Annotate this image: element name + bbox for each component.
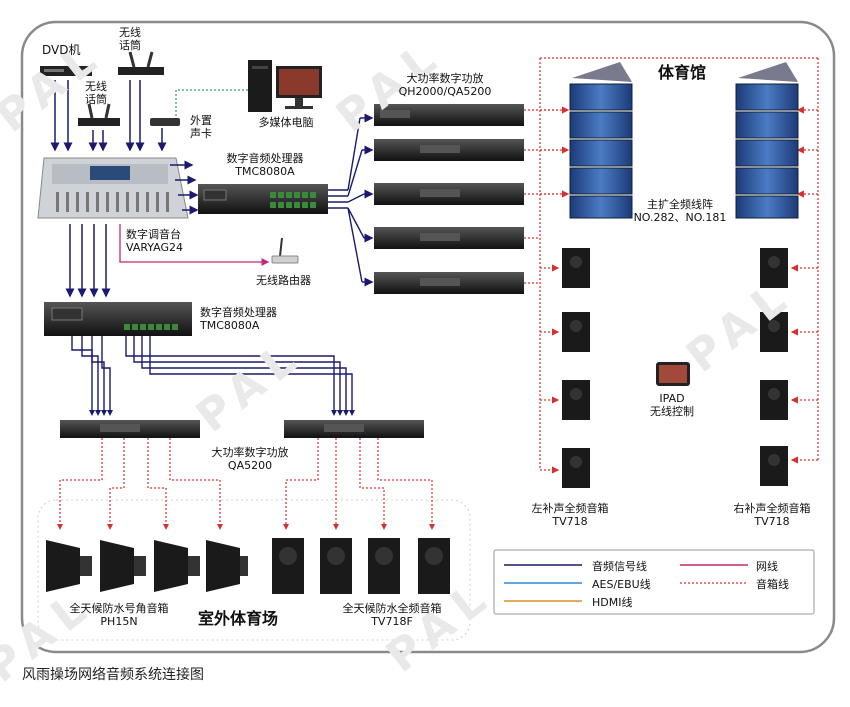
label-ipad: IPAD 无线控制 bbox=[650, 392, 694, 418]
fill-speaker-left-3-icon bbox=[562, 380, 590, 420]
label-outdoor-speaker: 全天候防水全频音箱 TV718F bbox=[342, 602, 442, 628]
area-outdoor-title: 室外体育场 bbox=[198, 609, 279, 628]
external-soundcard-icon bbox=[150, 118, 180, 126]
legend bbox=[493, 549, 815, 615]
outdoor-region bbox=[37, 499, 471, 641]
fill-speaker-right-3-icon bbox=[760, 380, 788, 420]
horn-speaker-4-icon bbox=[206, 540, 248, 592]
wireless-mic-receiver-1-icon bbox=[118, 51, 164, 75]
label-dsp-top: 数字音频处理器 TMC8080A bbox=[226, 152, 304, 178]
legend-hdmi: HDMI线 bbox=[592, 596, 633, 609]
line-array-left-icon bbox=[569, 62, 633, 219]
amplifier-top-1-icon bbox=[374, 104, 524, 126]
fill-speaker-left-1-icon bbox=[562, 248, 590, 288]
digital-mixer-icon bbox=[37, 157, 189, 219]
diagram-caption: 风雨操场网络音频系统连接图 bbox=[22, 667, 204, 683]
outdoor-speaker-4-icon bbox=[418, 538, 450, 594]
fill-speaker-right-2-icon bbox=[760, 312, 788, 352]
horn-speaker-2-icon bbox=[100, 540, 146, 592]
amplifier-top-3-icon bbox=[374, 183, 524, 205]
ipad-icon bbox=[656, 362, 690, 386]
label-mixer: 数字调音台 VARYAG24 bbox=[126, 228, 184, 254]
amplifier-top-2-icon bbox=[374, 139, 524, 161]
dvd-player-icon bbox=[40, 66, 92, 76]
multimedia-pc-icon bbox=[248, 60, 322, 112]
horn-speaker-3-icon bbox=[154, 540, 200, 592]
line-array-right-icon bbox=[735, 62, 799, 219]
label-line-array: 主扩全频线阵 NO.282、NO.181 bbox=[633, 198, 727, 224]
fill-speaker-left-2-icon bbox=[562, 312, 590, 352]
label-dsp-bottom: 数字音频处理器 TMC8080A bbox=[200, 306, 277, 332]
amplifier-top-5-icon bbox=[374, 272, 524, 294]
amplifier-bottom-left-icon bbox=[60, 420, 200, 438]
label-ext-soundcard: 外置 声卡 bbox=[190, 114, 212, 140]
label-multimedia-pc: 多媒体电脑 bbox=[258, 116, 314, 129]
label-dvd: DVD机 bbox=[42, 43, 81, 57]
amplifier-bottom-right-icon bbox=[284, 420, 424, 438]
label-amp-top: 大功率数字功放 QH2000/QA5200 bbox=[398, 72, 492, 98]
legend-aes-ebu: AES/EBU线 bbox=[592, 578, 651, 591]
fill-speaker-right-1-icon bbox=[760, 248, 788, 288]
legend-audio-signal: 音频信号线 bbox=[592, 560, 647, 573]
outdoor-speaker-3-icon bbox=[368, 538, 400, 594]
outdoor-speaker-2-icon bbox=[320, 538, 352, 594]
label-horn: 全天候防水号角音箱 PH15N bbox=[69, 602, 169, 628]
amplifier-top-4-icon bbox=[374, 227, 524, 249]
label-amp-bottom: 大功率数字功放 QA5200 bbox=[211, 446, 289, 472]
legend-speaker-line: 音箱线 bbox=[756, 578, 789, 591]
wireless-mic-receiver-2-icon bbox=[78, 103, 120, 126]
label-wireless-mic-2: 无线 话筒 bbox=[85, 80, 107, 106]
label-right-fill: 右补声全频音箱 TV718 bbox=[733, 502, 811, 528]
label-left-fill: 左补声全频音箱 TV718 bbox=[531, 502, 609, 528]
fill-speaker-right-4-icon bbox=[760, 446, 788, 486]
outdoor-speaker-1-icon bbox=[272, 538, 304, 594]
horn-speaker-1-icon bbox=[46, 540, 92, 592]
dsp-top-icon bbox=[198, 184, 328, 214]
wireless-router-icon bbox=[271, 237, 299, 264]
outer-frame bbox=[20, 20, 836, 654]
fill-speaker-left-4-icon bbox=[562, 448, 590, 488]
label-router: 无线路由器 bbox=[256, 274, 311, 287]
legend-network: 网线 bbox=[756, 560, 778, 573]
label-wireless-mic-1: 无线 话筒 bbox=[119, 26, 141, 52]
dsp-bottom-icon bbox=[44, 302, 192, 336]
area-gym-title: 体育馆 bbox=[658, 63, 707, 82]
